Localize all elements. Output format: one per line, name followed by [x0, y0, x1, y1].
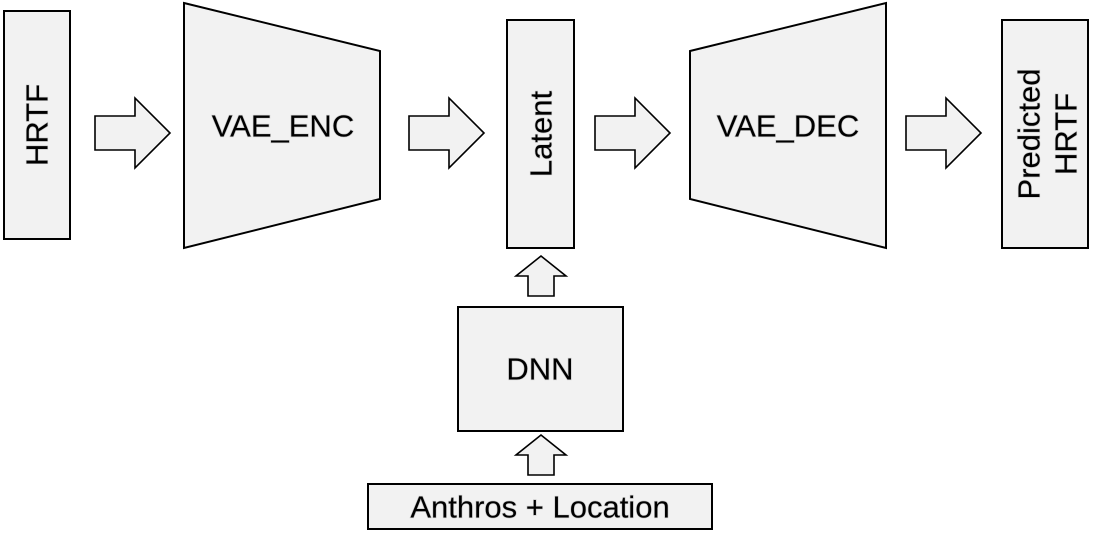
- vae-decoder-block: [689, 1, 887, 250]
- anthros-location-label: Anthros + Location: [410, 490, 669, 525]
- predicted-hrtf-label-line1: Predicted: [1012, 69, 1047, 200]
- dnn-box: [457, 306, 624, 432]
- predicted-hrtf-label-line2: HRTF: [1049, 93, 1084, 175]
- latent-box: [506, 19, 575, 249]
- hrtf-input-label: HRTF: [20, 84, 55, 166]
- arrow-right-1: [94, 96, 172, 170]
- latent-label: Latent: [524, 91, 559, 178]
- arrow-right-2: [408, 96, 486, 170]
- hrtf-input-box: [3, 10, 71, 240]
- dnn-label: DNN: [506, 352, 573, 387]
- vae-encoder-block: [183, 1, 381, 250]
- vae-decoder-label: VAE_DEC: [717, 109, 859, 144]
- arrow-right-3: [594, 96, 672, 170]
- arrow-right-4: [905, 96, 983, 170]
- vae-encoder-label: VAE_ENC: [212, 109, 354, 144]
- arrow-up-to-dnn: [513, 433, 569, 476]
- arrow-up-to-latent: [513, 254, 569, 297]
- predicted-hrtf-box: [1001, 19, 1089, 249]
- anthros-location-box: [367, 483, 713, 530]
